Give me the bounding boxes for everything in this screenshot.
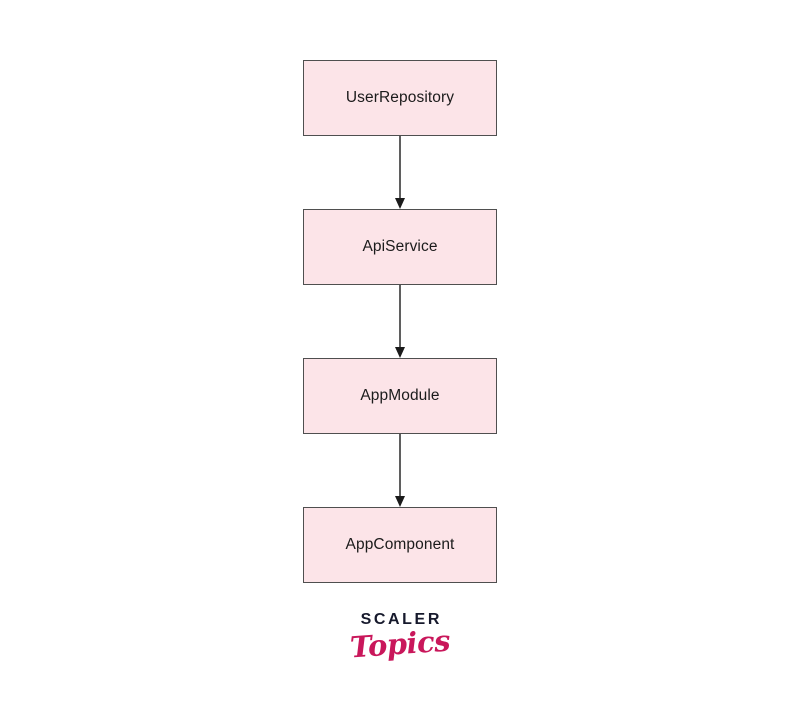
node-label: AppModule: [360, 387, 440, 405]
node-app-component[interactable]: AppComponent: [303, 507, 497, 583]
node-label: ApiService: [362, 238, 438, 256]
scaler-topics-logo: SCALER Topics: [0, 611, 800, 665]
node-app-module[interactable]: AppModule: [303, 358, 497, 434]
node-user-repository[interactable]: UserRepository: [303, 60, 497, 136]
node-api-service[interactable]: ApiService: [303, 209, 497, 285]
logo-primary-text: SCALER: [360, 611, 442, 628]
node-label: AppComponent: [345, 536, 455, 554]
node-label: UserRepository: [345, 89, 455, 107]
